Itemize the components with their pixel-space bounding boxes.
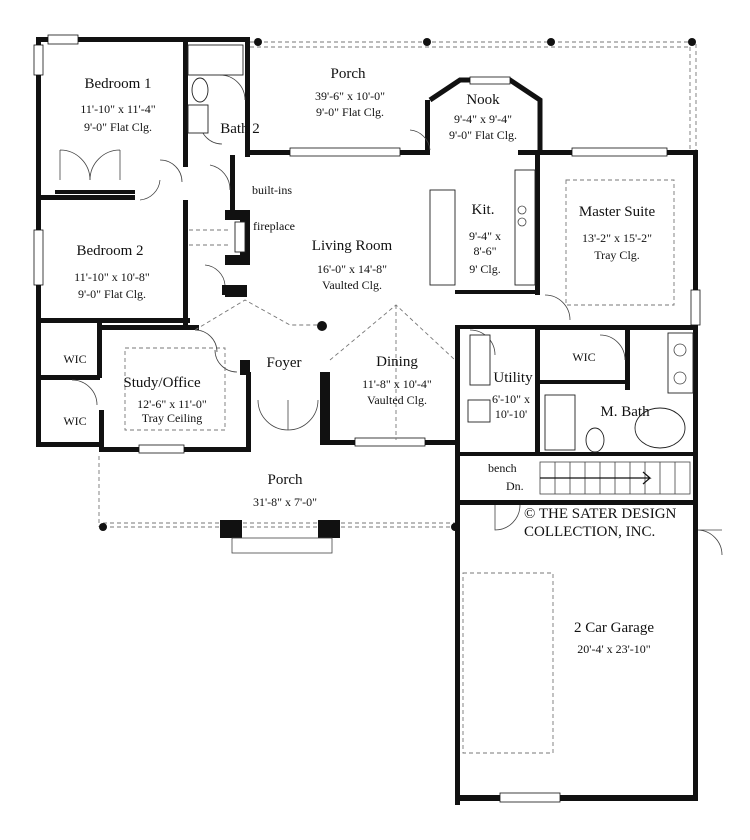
- windows: [33, 34, 701, 803]
- interior-walls: [40, 42, 693, 456]
- room-bedroom2-name: Bedroom 2: [76, 243, 143, 259]
- room-bedroom1-dim: 11'-10" x 11'-4": [80, 102, 155, 116]
- room-study-dim: 12'-6" x 11'-0": [137, 397, 207, 411]
- room-bedroom1-ceiling: 9'-0" Flat Clg.: [84, 120, 152, 134]
- room-dining-dim: 11'-8" x 10'-4": [362, 377, 432, 391]
- room-nook-ceiling: 9'-0" Flat Clg.: [449, 128, 517, 142]
- wic-master-label: WIC: [572, 350, 595, 364]
- fixtures: [187, 44, 694, 453]
- room-kitchen-dim-b: 8'-6": [473, 244, 496, 258]
- room-porch-front-dim: 31'-8" x 7'-0": [253, 495, 317, 509]
- room-kitchen-dim-a: 9'-4" x: [469, 229, 501, 243]
- room-nook-dim: 9'-4" x 9'-4": [454, 112, 512, 126]
- wic-lower-label: WIC: [63, 414, 86, 428]
- room-kitchen-ceiling: 9' Clg.: [469, 262, 501, 276]
- room-garage-dim: 20'-4' x 23'-10": [577, 642, 650, 656]
- room-study-name: Study/Office: [123, 375, 201, 391]
- fireplace-label: fireplace: [253, 219, 295, 233]
- room-porch-front-name: Porch: [268, 472, 303, 488]
- copyright-line2: COLLECTION, INC.: [524, 524, 655, 540]
- room-porch-rear-dim: 39'-6" x 10'-0": [315, 89, 385, 103]
- room-utility-name: Utility: [493, 370, 533, 386]
- room-master-dim: 13'-2" x 15'-2": [582, 231, 652, 245]
- room-porch-rear-name: Porch: [331, 66, 366, 82]
- room-garage-name: 2 Car Garage: [574, 620, 654, 636]
- stairs-down-label: Dn.: [506, 479, 524, 493]
- front-porch: [98, 456, 459, 554]
- bench-label: bench: [488, 461, 517, 475]
- stairs: [539, 461, 691, 495]
- doors: [59, 74, 723, 556]
- room-bath2-name: Bath 2: [220, 121, 260, 137]
- room-master-name: Master Suite: [579, 204, 656, 220]
- builtins-label: built-ins: [252, 183, 292, 197]
- porch-columns: [254, 38, 696, 46]
- room-bedroom1-name: Bedroom 1: [84, 76, 151, 92]
- room-nook-name: Nook: [466, 92, 500, 108]
- room-living-dim: 16'-0" x 14'-8": [317, 262, 387, 276]
- room-living-name: Living Room: [312, 238, 393, 254]
- room-study-ceiling: Tray Ceiling: [142, 411, 203, 425]
- wic-upper-label: WIC: [63, 352, 86, 366]
- room-foyer-name: Foyer: [267, 355, 302, 371]
- room-dining-name: Dining: [376, 354, 418, 370]
- room-kitchen-name: Kit.: [472, 202, 495, 218]
- room-utility-dim-a: 6'-10" x: [492, 392, 530, 406]
- room-bedroom2-ceiling: 9'-0" Flat Clg.: [78, 287, 146, 301]
- room-living-ceiling: Vaulted Clg.: [322, 278, 382, 292]
- copyright-line1: © THE SATER DESIGN: [524, 506, 677, 522]
- room-mbath-name: M. Bath: [600, 404, 650, 420]
- room-dining-ceiling: Vaulted Clg.: [367, 393, 427, 407]
- room-porch-rear-ceiling: 9'-0" Flat Clg.: [316, 105, 384, 119]
- room-master-ceiling: Tray Clg.: [594, 248, 640, 262]
- room-bedroom2-dim: 11'-10" x 10'-8": [74, 270, 150, 284]
- ceiling-lines: [124, 179, 675, 754]
- room-utility-dim-b: 10'-10': [495, 407, 527, 421]
